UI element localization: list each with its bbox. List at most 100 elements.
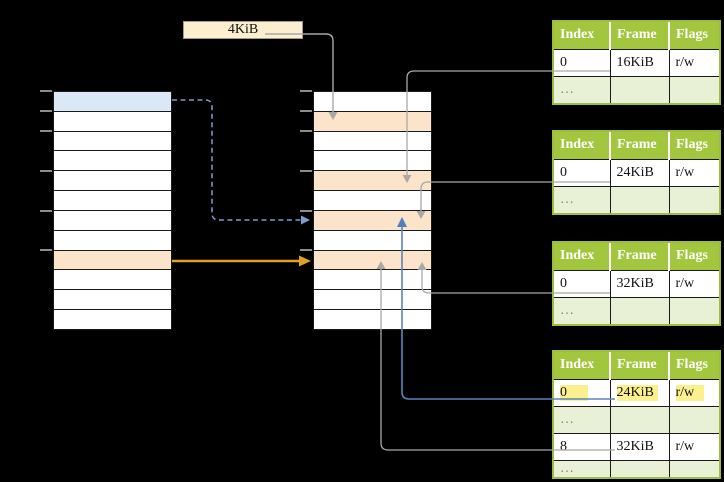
boundary-tick <box>40 130 52 132</box>
table-row-highlighted: 0 24KiB r/w <box>554 378 719 406</box>
flags-cell: r/w <box>668 48 719 76</box>
flags-cell: r/w <box>668 432 719 460</box>
flags-cell: r/w <box>668 378 719 406</box>
physical-frame-row <box>314 131 431 152</box>
boundary-tick <box>300 110 312 112</box>
frame-cell: 24KiB <box>609 378 669 406</box>
index-cell: 8 <box>554 432 610 460</box>
page-table-3: Index Frame Flags 0 32KiB r/w … <box>552 241 721 326</box>
flags-cell: r/w <box>668 269 719 297</box>
physical-frame-row <box>314 92 431 112</box>
frame-cell: 32KiB <box>609 269 669 297</box>
virtual-page-row <box>54 111 171 132</box>
flags-cell <box>668 459 719 477</box>
flags-cell <box>668 185 719 213</box>
index-cell: 0 <box>554 269 610 297</box>
flags-cell: r/w <box>668 158 719 186</box>
virtual-page-row-highlighted <box>54 250 171 271</box>
virtual-page-row-highlighted <box>54 92 171 112</box>
highlighted-value: 24KiB <box>616 384 658 401</box>
virtual-page-row <box>54 131 171 152</box>
column-header-index: Index <box>554 22 610 49</box>
physical-frame-row-highlighted <box>314 210 431 231</box>
virtual-page-row <box>54 270 171 291</box>
table-row: 0 24KiB r/w <box>554 158 719 186</box>
table-row-ellipsis: … <box>554 75 719 103</box>
highlighted-value: r/w <box>675 384 704 401</box>
column-header-flags: Flags <box>668 352 719 379</box>
boundary-tick <box>40 170 52 172</box>
index-cell: 0 <box>554 48 610 76</box>
virtual-page-row <box>54 191 171 211</box>
boundary-tick <box>300 90 312 92</box>
column-header-flags: Flags <box>668 243 719 270</box>
column-header-frame: Frame <box>609 22 669 49</box>
table-row-ellipsis: … <box>554 296 719 324</box>
virtual-page-row <box>54 151 171 172</box>
virtual-page-row <box>54 310 171 329</box>
flags-cell <box>668 75 719 103</box>
virtual-memory-column <box>53 91 172 330</box>
index-cell: … <box>554 459 610 477</box>
table-row-ellipsis: … <box>554 459 719 477</box>
physical-frame-row <box>314 230 431 251</box>
virtual-page-row <box>54 230 171 251</box>
frame-cell: 24KiB <box>609 158 669 186</box>
page-size-label-box: 4KiB <box>183 21 303 39</box>
physical-frame-row <box>314 310 431 329</box>
frame-cell <box>609 296 669 324</box>
boundary-tick <box>40 249 52 251</box>
page-table-1: Index Frame Flags 0 16KiB r/w … <box>552 20 721 105</box>
column-header-index: Index <box>554 352 610 379</box>
physical-frame-row-highlighted <box>314 250 431 271</box>
table-row: 0 32KiB r/w <box>554 269 719 297</box>
column-header-frame: Frame <box>609 352 669 379</box>
column-header-frame: Frame <box>609 243 669 270</box>
highlighted-value: 0 <box>560 384 588 401</box>
physical-frame-row-highlighted <box>314 171 431 192</box>
table-row: 8 32KiB r/w <box>554 432 719 460</box>
physical-memory-column <box>313 91 432 330</box>
index-cell: 0 <box>554 378 610 406</box>
table-header-row: Index Frame Flags <box>554 352 719 379</box>
virtual-page-row <box>54 210 171 231</box>
frame-cell: 16KiB <box>609 48 669 76</box>
flags-cell <box>668 296 719 324</box>
boundary-tick <box>40 210 52 212</box>
column-header-index: Index <box>554 243 610 270</box>
frame-cell <box>609 405 669 433</box>
virtual-page-row <box>54 171 171 192</box>
table-header-row: Index Frame Flags <box>554 132 719 159</box>
page-size-label: 4KiB <box>227 22 259 37</box>
boundary-tick <box>300 130 312 132</box>
frame-cell: 32KiB <box>609 432 669 460</box>
physical-frame-row <box>314 290 431 311</box>
physical-frame-row <box>314 151 431 172</box>
frame-cell <box>609 459 669 477</box>
page-table-4: Index Frame Flags 0 24KiB r/w … 8 32KiB … <box>552 350 721 479</box>
arrow-virtual-page-to-frame-dashed <box>172 99 310 225</box>
table-header-row: Index Frame Flags <box>554 22 719 49</box>
column-header-frame: Frame <box>609 132 669 159</box>
frame-cell <box>609 185 669 213</box>
boundary-tick <box>40 110 52 112</box>
boundary-tick <box>300 170 312 172</box>
physical-frame-row <box>314 191 431 211</box>
boundary-tick <box>300 210 312 212</box>
table-row-ellipsis: … <box>554 405 719 433</box>
index-cell: … <box>554 75 610 103</box>
physical-frame-row <box>314 270 431 291</box>
table-row: 0 16KiB r/w <box>554 48 719 76</box>
virtual-page-row <box>54 290 171 311</box>
boundary-tick <box>40 90 52 92</box>
flags-cell <box>668 405 719 433</box>
column-header-flags: Flags <box>668 22 719 49</box>
index-cell: … <box>554 405 610 433</box>
index-cell: … <box>554 185 610 213</box>
column-header-flags: Flags <box>668 132 719 159</box>
frame-cell <box>609 75 669 103</box>
index-cell: … <box>554 296 610 324</box>
table-row-ellipsis: … <box>554 185 719 213</box>
arrow-virtual-page-to-frame-gold <box>172 255 311 267</box>
